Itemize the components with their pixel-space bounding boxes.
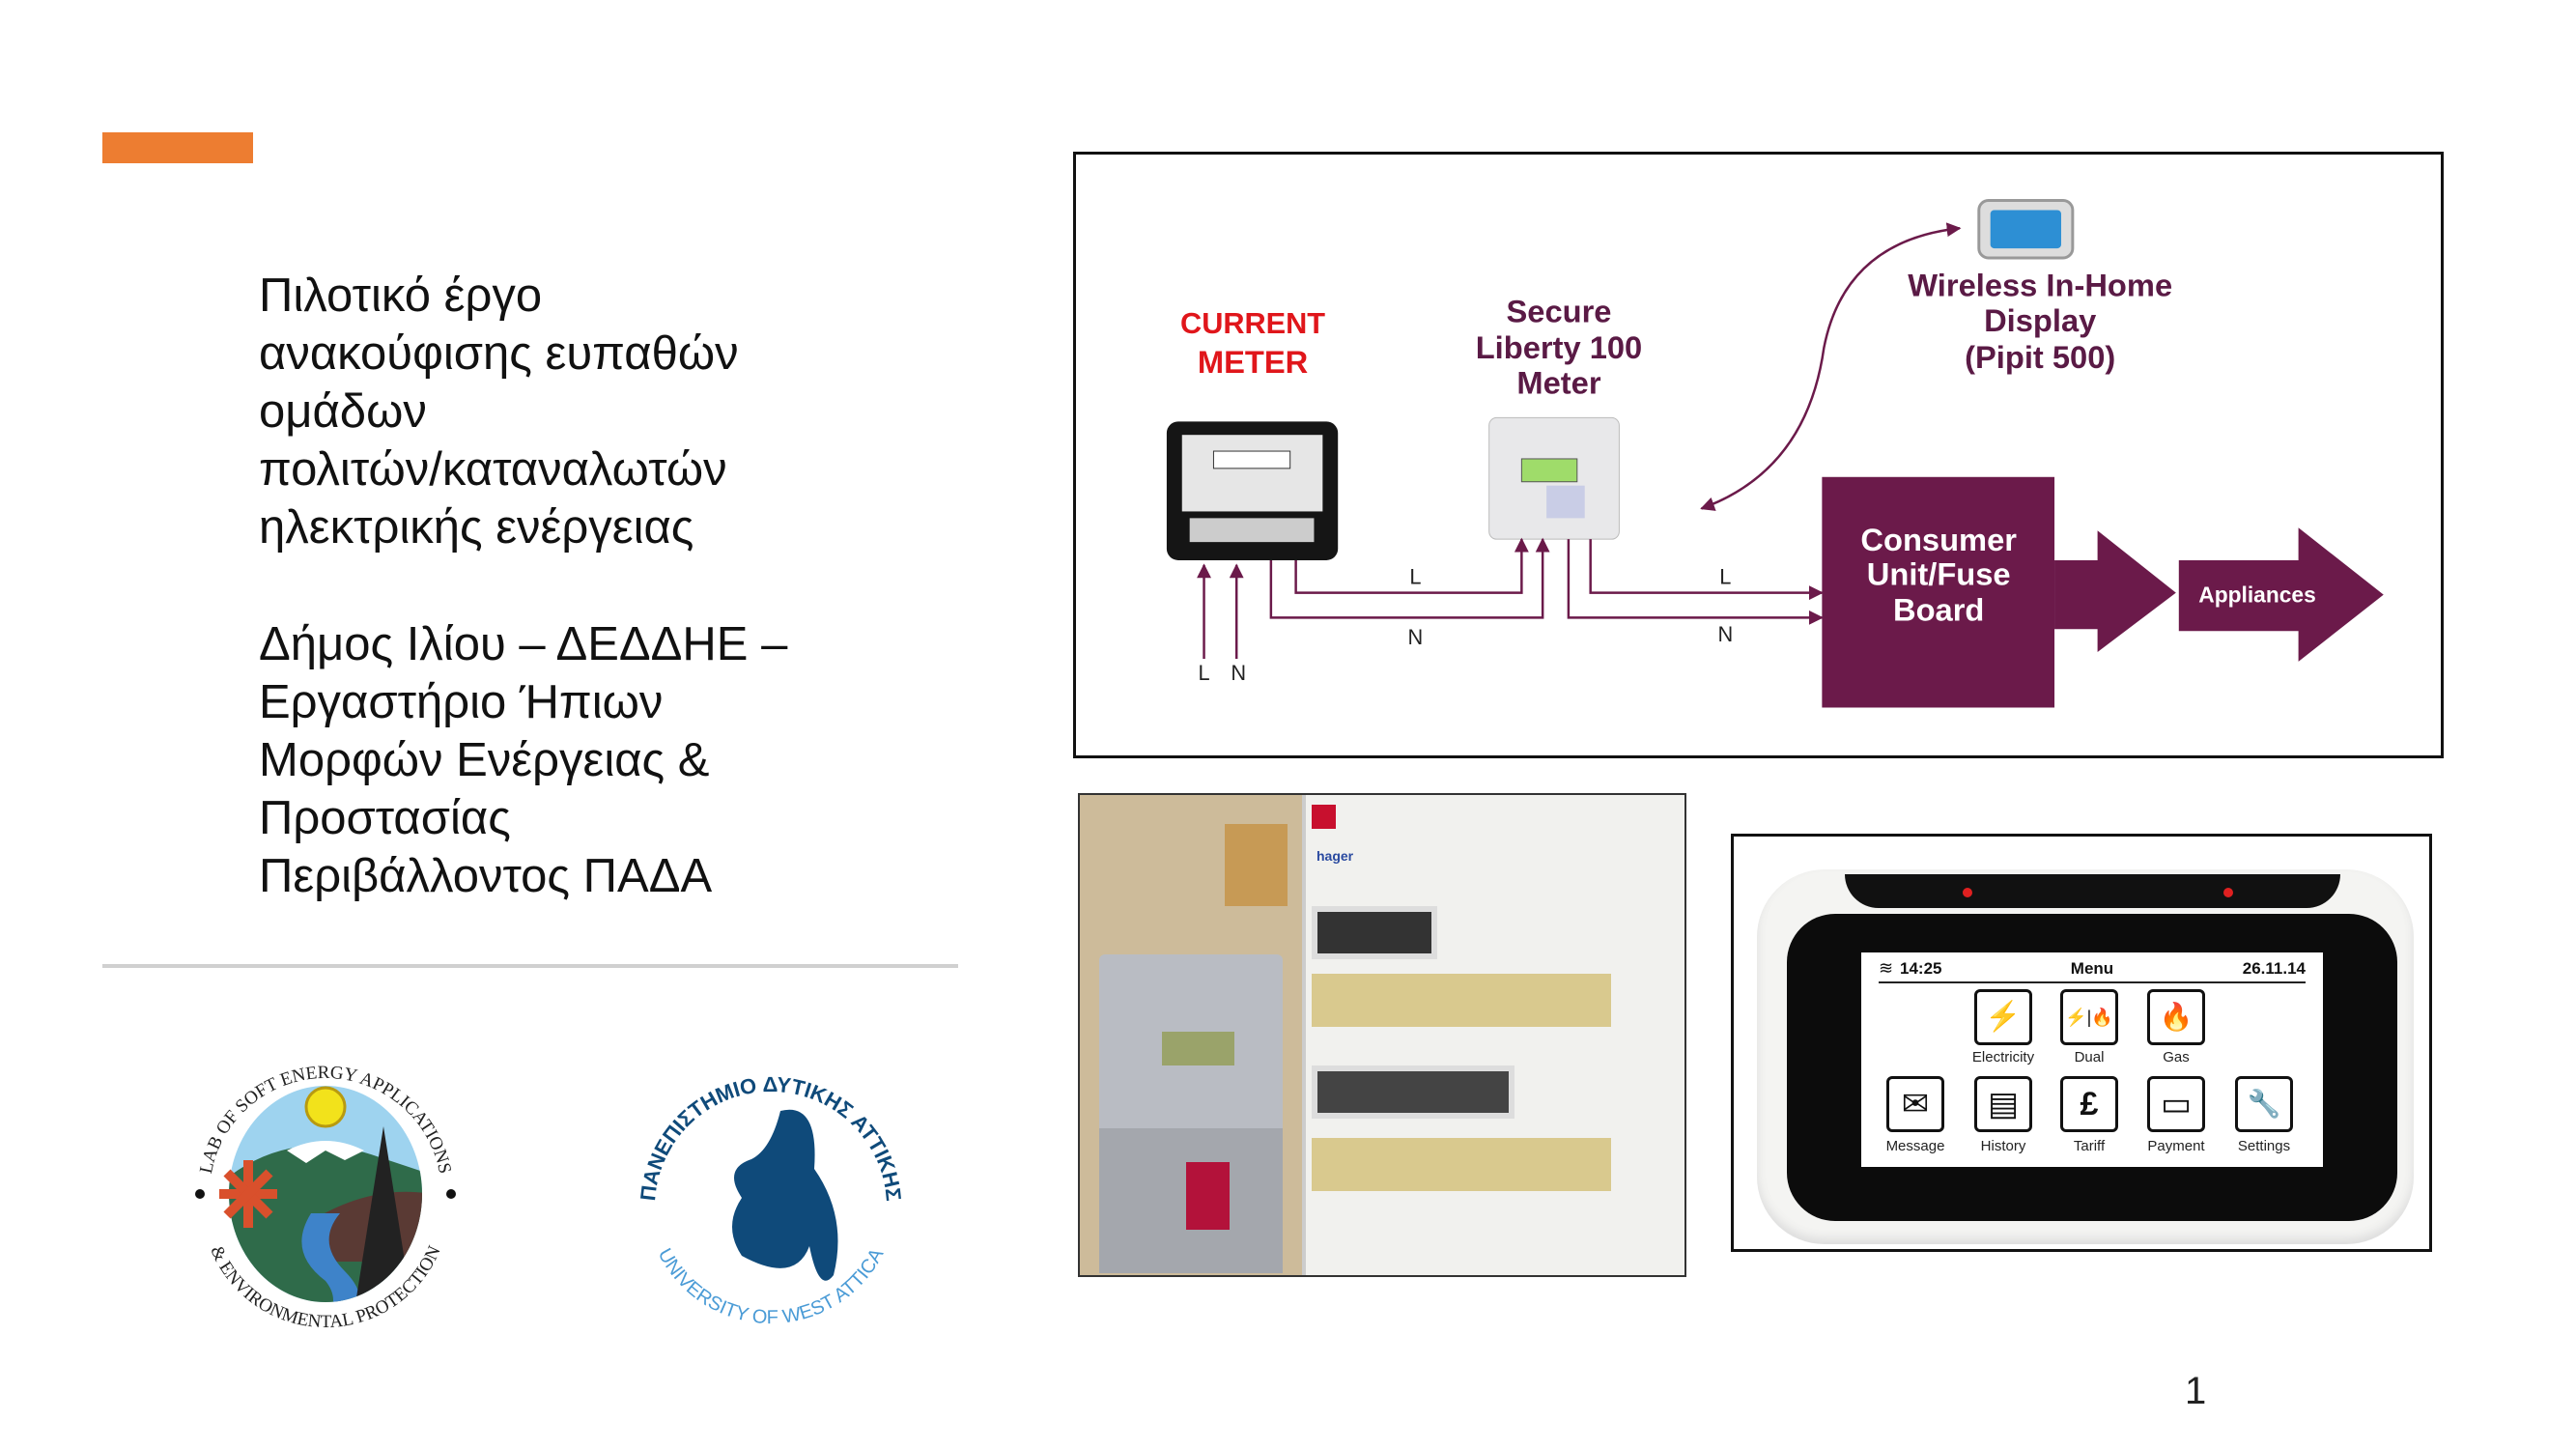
wireless-link-arrow [1700,222,1962,511]
wifi-icon: ≋ [1879,958,1894,978]
lab-logo: LAB OF SOFT ENERGY APPLICATIONS & ENVIRO… [195,1063,456,1332]
smart-meter-label: Meter [1516,365,1600,401]
head-emblem-icon [732,1109,838,1281]
message-button[interactable]: ✉ [1886,1076,1944,1132]
wrench-icon: 🔧 [2247,1089,2281,1119]
display-label: (Pipit 500) [1965,339,2115,375]
in-home-display-image [1977,199,2075,260]
slide-title: Πιλοτικό έργο ανακούφισης ευπαθών ομάδων… [259,267,858,556]
consumer-unit-label: Unit/Fuse [1867,556,2011,592]
gas-label: Gas [2163,1049,2190,1065]
device-screen: ≋ 14:25 Menu 26.11.14 ⚡ Electricity ⚡|🔥 … [1861,952,2323,1167]
dual-label: Dual [2074,1049,2105,1065]
message-label: Message [1885,1138,1945,1154]
title-line: ηλεκτρικής ενέργειας [259,501,694,554]
wire-l-label: L [1719,565,1731,589]
payment-label: Payment [2147,1138,2205,1154]
dual-button[interactable]: ⚡|🔥 [2060,989,2118,1045]
title-line: ομάδων [259,385,427,438]
wire-l-label: L [1409,565,1421,589]
subtitle-line: Δήμος Ιλίου – ΔΕΔΔΗΕ – [259,618,788,670]
breakers [1312,906,1437,959]
device-menu-title: Menu [2070,959,2114,978]
payment-button[interactable]: ▭ [2147,1076,2205,1132]
in-home-display-figure: ≋ 14:25 Menu 26.11.14 ⚡ Electricity ⚡|🔥 … [1731,834,2432,1252]
input-n-label: N [1231,661,1246,685]
history-label: History [1980,1138,2026,1154]
appliances-arrow [2178,527,2384,662]
subtitle-line: Περιβάλλοντος ΠΑΔΑ [259,850,713,902]
subtitle-line: Εργαστήριο Ήπιων [259,676,664,728]
smart-meter-label: Liberty 100 [1476,329,1643,365]
gas-button[interactable]: 🔥 [2147,989,2205,1045]
envelope-icon: ✉ [1901,1086,1930,1122]
electricity-button[interactable]: ⚡ [1974,989,2032,1045]
settings-button[interactable]: 🔧 [2235,1076,2293,1132]
slide-subtitle: Δήμος Ιλίου – ΔΕΔΔΗΕ – Εργαστήριο Ήπιων … [259,615,858,905]
accent-bar [102,132,253,163]
title-line: ανακούφισης ευπαθών [259,327,739,380]
wire-n-label: N [1717,622,1733,646]
consumer-unit-label: Board [1893,591,1984,627]
settings-label: Settings [2237,1138,2291,1154]
consumer-unit-label: Consumer [1860,522,2017,557]
wire-n-label: N [1408,625,1424,649]
title-line: πολιτών/καταναλωτών [259,443,727,496]
smart-meter-image [1488,416,1620,540]
history-button[interactable]: ▤ [1974,1076,2032,1132]
tariff-label: Tariff [2073,1138,2106,1154]
university-logo: ΠΑΝΕΠΙΣΤΗΜΙΟ ΔΥΤΙΚΗΣ ΑΤΤΙΚΗΣ UNIVERSITY … [636,1072,906,1328]
cabinet-brand: hager [1316,848,1354,864]
flame-icon: 🔥 [2159,1002,2194,1032]
current-meter-image [1166,421,1339,560]
device-time: 14:25 [1900,959,1942,978]
current-meter-label: METER [1198,344,1308,380]
input-l-label: L [1198,661,1209,685]
device-top-bar [1845,874,2340,908]
credit-card-icon: ▭ [2160,1086,2193,1122]
pound-bill-icon: £ [2080,1086,2099,1122]
subtitle-line: Μορφών Ενέργειας & [259,734,710,786]
windmill-icon [219,1160,277,1228]
bar-chart-icon: ▤ [1987,1086,2020,1122]
appliances-label: Appliances [2198,582,2315,608]
electricity-label: Electricity [1971,1049,2035,1065]
smart-meter-diagram: CURRENT METER Secure Liberty 100 Meter W… [1073,152,2444,758]
page-number: 1 [2185,1370,2207,1412]
subtitle-line: Προστασίας [259,792,511,844]
lightning-icon: ⚡ [1985,1001,2022,1033]
flow-arrow [2054,530,2176,653]
installation-photo: hager [1078,793,1686,1277]
title-line: Πιλοτικό έργο [259,270,543,322]
divider [102,964,958,968]
display-label: Wireless In-Home [1908,268,2172,303]
consumer-unit-box [1822,476,2055,708]
device-date: 26.11.14 [2242,959,2306,978]
tariff-button[interactable]: £ [2060,1076,2118,1132]
dual-fuel-icon: ⚡|🔥 [2065,1008,2113,1027]
display-label: Display [1984,302,2096,338]
fuse-cabinet [1302,795,1684,1275]
current-meter-label: CURRENT [1180,306,1325,340]
smart-meter-label: Secure [1506,293,1611,328]
